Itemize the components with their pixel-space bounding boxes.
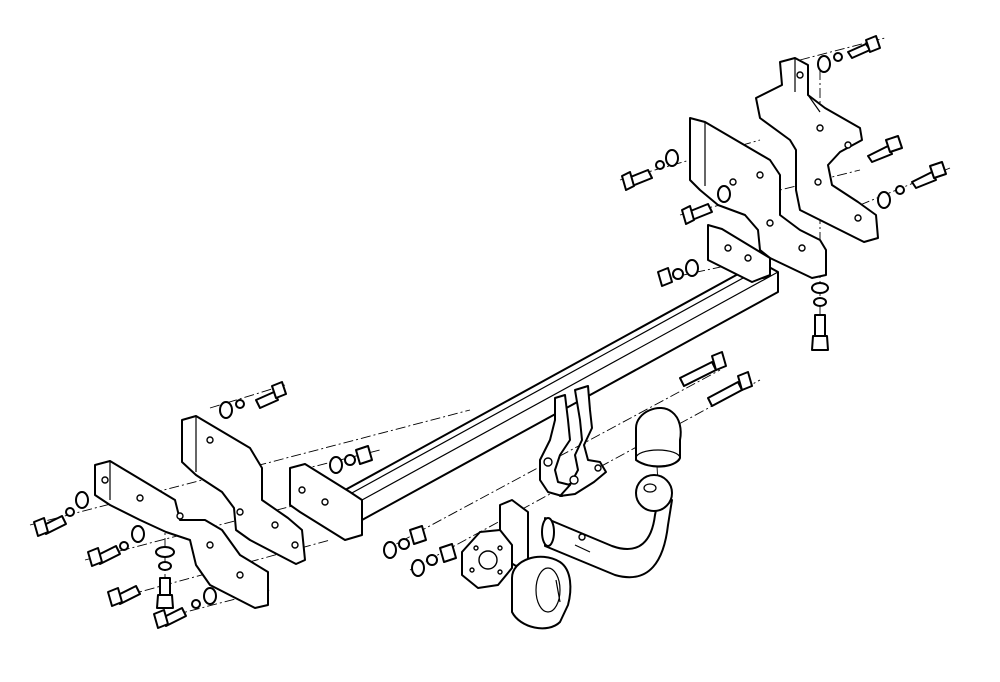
washer-icon: [895, 185, 905, 195]
bolt-icon: [847, 35, 881, 59]
washer-icon: [717, 185, 731, 203]
bolt-icon: [33, 515, 67, 537]
washer-icon: [65, 507, 75, 517]
washer-icon: [119, 541, 129, 551]
bolt-icon: [156, 577, 174, 609]
right-outer-bracket: [755, 57, 879, 243]
washer-icon: [235, 399, 245, 409]
washer-icon: [344, 454, 356, 466]
nut-icon: [355, 445, 373, 465]
right-inner-bracket: [689, 117, 827, 283]
washer-icon: [811, 282, 829, 294]
bolt-icon: [867, 135, 903, 163]
washer-icon: [817, 55, 831, 73]
electric-socket: [461, 499, 572, 630]
nut-icon: [657, 267, 673, 287]
bolt-group-top-right: [621, 35, 947, 351]
bolt-group-left: [33, 381, 287, 629]
washer-icon: [329, 456, 343, 474]
washer-icon: [426, 554, 438, 566]
washer-icon: [655, 160, 665, 170]
bolt-icon: [87, 545, 121, 567]
bolt-icon: [255, 381, 287, 409]
left-inner-bracket: [181, 415, 363, 565]
tow-ball-icon: [635, 474, 673, 512]
washer-icon: [665, 149, 679, 167]
bolt-icon: [679, 351, 727, 387]
washer-icon: [75, 491, 89, 509]
bolt-icon: [621, 169, 653, 191]
washer-icon: [155, 546, 175, 558]
washer-icon: [685, 259, 699, 277]
washer-icon: [131, 525, 145, 543]
washer-icon: [398, 538, 410, 550]
center-hitch-bracket: [539, 385, 607, 497]
washer-icon: [833, 52, 843, 62]
washer-icon: [411, 559, 425, 577]
nut-icon: [439, 543, 457, 563]
bolt-icon: [153, 607, 187, 629]
main-cross-tube: [343, 261, 779, 521]
washer-icon: [158, 561, 172, 571]
bolt-icon: [811, 314, 829, 351]
bolt-icon: [681, 203, 713, 225]
washer-icon: [191, 599, 201, 609]
tow-ball-cap: [635, 407, 682, 468]
bolt-group-center: [329, 351, 753, 577]
left-outer-bracket: [94, 460, 269, 609]
washer-icon: [877, 191, 891, 209]
bolt-icon: [107, 585, 141, 607]
washer-icon: [672, 268, 684, 280]
washer-icon: [383, 541, 397, 559]
bolt-icon: [707, 371, 753, 407]
washer-icon: [813, 297, 827, 307]
nut-icon: [409, 525, 427, 545]
bolt-icon: [911, 161, 947, 189]
washer-icon: [219, 401, 233, 419]
socket-icon: [511, 555, 572, 630]
tow-ball-neck: [541, 474, 673, 579]
washer-icon: [203, 587, 217, 605]
